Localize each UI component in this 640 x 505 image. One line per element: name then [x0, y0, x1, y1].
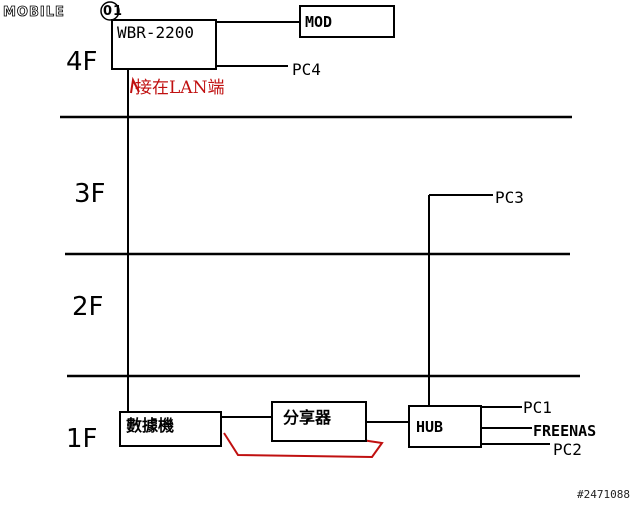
- watermark-logo-icon: [100, 1, 120, 21]
- freenas-label: FREENAS: [533, 422, 596, 440]
- red-cable-sketch: [223, 432, 384, 459]
- floor-label-1f: 1F: [66, 424, 98, 454]
- lan-port-annotation: 接在LAN端: [130, 76, 224, 98]
- router-label: WBR-2200: [117, 23, 194, 42]
- modem-box: [299, 5, 395, 38]
- floor-label-3f: 3F: [74, 179, 106, 209]
- pc1-label: PC1: [523, 398, 552, 417]
- image-number: #2471088: [577, 488, 630, 501]
- pc3-label: PC3: [495, 188, 524, 207]
- watermark-text: MOBILE: [3, 5, 65, 20]
- pc4-label: PC4: [292, 60, 321, 79]
- annotation-arrow-icon: [130, 76, 140, 94]
- floor-label-2f: 2F: [72, 292, 104, 322]
- dataport-box: [119, 411, 222, 447]
- mobile01-watermark: MOBILE 01: [0, 0, 128, 22]
- watermark-logo-text: 01: [103, 4, 123, 19]
- hub-box: [408, 405, 482, 448]
- pc2-label: PC2: [553, 440, 582, 459]
- hub-label: HUB: [416, 418, 443, 436]
- floor-label-4f: 4F: [66, 47, 98, 77]
- lan-note-text: 接在LAN端: [135, 78, 224, 98]
- splitter-box: [271, 401, 367, 442]
- router-box: [111, 19, 217, 70]
- splitter-label: 分享器: [283, 408, 332, 427]
- dataport-label: 數據機: [126, 416, 174, 435]
- modem-label: MOD: [305, 13, 332, 31]
